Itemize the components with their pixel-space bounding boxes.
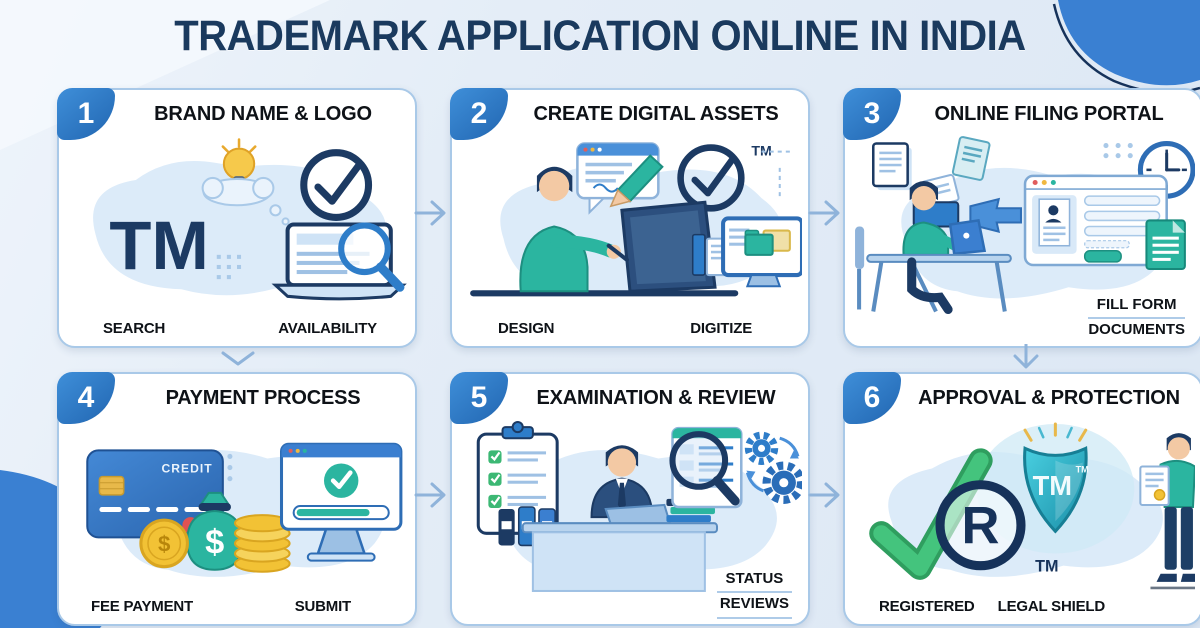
shield-tm-text: TM	[1033, 470, 1072, 501]
step-card-online-filing-portal: 3 ONLINE FILING PORTAL	[843, 88, 1200, 348]
online-filing-portal-illustration	[851, 136, 1196, 316]
flow-arrow-down-1-4	[221, 351, 255, 366]
trademark-check-logo-icon	[677, 144, 745, 212]
step-label-fee-payment: FEE PAYMENT	[91, 598, 193, 615]
step-number-badge: 3	[843, 88, 901, 140]
flow-arrow-right-2-3	[808, 200, 840, 226]
dots-pattern	[216, 254, 242, 280]
flow-arrow-down-3-6	[1013, 344, 1039, 369]
designer-at-desk-icon	[519, 166, 717, 293]
lightbulb-idea-icon	[201, 138, 290, 226]
registered-r: R	[962, 496, 1000, 555]
approval-protection-illustration: R TM TM TM	[851, 420, 1200, 594]
step-title: BRAND NAME & LOGO	[154, 103, 372, 125]
document-magnifier-icon	[669, 426, 743, 509]
step-label-design: DESIGN	[498, 320, 555, 337]
step-label-documents: DOCUMENTS	[1088, 321, 1185, 339]
create-digital-assets-illustration: TM	[458, 136, 805, 316]
bag-dollar: $	[205, 524, 224, 562]
page-title: TRADEMARK APPLICATION ONLINE IN INDIA	[174, 12, 1026, 60]
step-label-legal-shield: LEGAL SHIELD	[997, 598, 1106, 615]
step-number-badge: 5	[450, 372, 508, 424]
checkout-monitor-icon	[279, 442, 403, 562]
step-title: PAYMENT PROCESS	[165, 387, 361, 409]
shield-tm-superscript: TM	[1076, 465, 1089, 475]
checklist-clipboard-icon	[476, 421, 559, 535]
coins-icon: $	[139, 514, 291, 573]
brand-name-logo-illustration: TM	[65, 136, 409, 316]
tm-shield-icon: TM TM	[1023, 422, 1089, 534]
step-card-create-digital-assets: 2 CREATE DIGITAL ASSETS TM	[450, 88, 810, 348]
step-label-reviews: REVIEWS	[716, 593, 792, 619]
tm-text: TM	[109, 207, 208, 284]
step-label-digitize: DIGITIZE	[690, 320, 752, 337]
step-label-search: SEARCH	[103, 320, 166, 337]
step-number-badge: 4	[57, 372, 115, 424]
sketch-note-icon	[576, 142, 664, 215]
step-label-registered: REGISTERED	[879, 598, 975, 615]
payment-process-illustration: CREDIT $	[65, 420, 409, 594]
registered-symbol-icon: R	[935, 480, 1026, 571]
step-title: ONLINE FILING PORTAL	[934, 103, 1164, 125]
coin-dollar: $	[158, 532, 171, 557]
teal-document-icon	[1145, 219, 1186, 271]
flow-arrow-right-5-6	[808, 482, 840, 508]
step-card-payment-process: 4 PAYMENT PROCESS CREDIT	[57, 372, 417, 626]
step-card-examination-review: 5 EXAMINATION & REVIEW	[450, 372, 810, 626]
step-card-approval-protection: 6 APPROVAL & PROTECTION R TM	[843, 372, 1200, 626]
step-label-status: STATUS	[716, 568, 792, 594]
step-title: EXAMINATION & REVIEW	[536, 387, 776, 409]
step-label-submit: SUBMIT	[294, 598, 351, 615]
credit-word: CREDIT	[162, 462, 213, 476]
step-title: APPROVAL & PROTECTION	[918, 387, 1180, 409]
person-certificate-icon	[1139, 433, 1200, 590]
laptop-search-icon	[271, 222, 407, 301]
step-number-badge: 6	[843, 372, 901, 424]
desk-line	[470, 290, 739, 297]
money-bag-icon: $	[186, 491, 244, 571]
web-form-icon	[1023, 174, 1168, 267]
step-label-availability: AVAILABILITY	[278, 320, 377, 337]
flow-arrow-right-4-5	[414, 482, 446, 508]
step-number-badge: 1	[57, 88, 115, 140]
person-laptop-desk-icon	[855, 180, 1012, 315]
trademark-check-logo-icon	[300, 149, 373, 221]
examination-review-illustration	[458, 420, 806, 594]
step-title: CREATE DIGITAL ASSETS	[533, 103, 779, 125]
process-gears-icon	[744, 431, 806, 504]
step-label-fill-form: FILL FORM	[1088, 294, 1185, 320]
step-number-badge: 2	[450, 88, 508, 140]
flow-arrow-right-1-2	[414, 200, 446, 226]
step-card-brand-name-logo: 1 BRAND NAME & LOGO TM	[57, 88, 417, 348]
dots-pattern	[1103, 143, 1133, 159]
tm-small-text: TM	[1035, 558, 1058, 576]
examiner-at-desk-icon	[521, 445, 719, 592]
